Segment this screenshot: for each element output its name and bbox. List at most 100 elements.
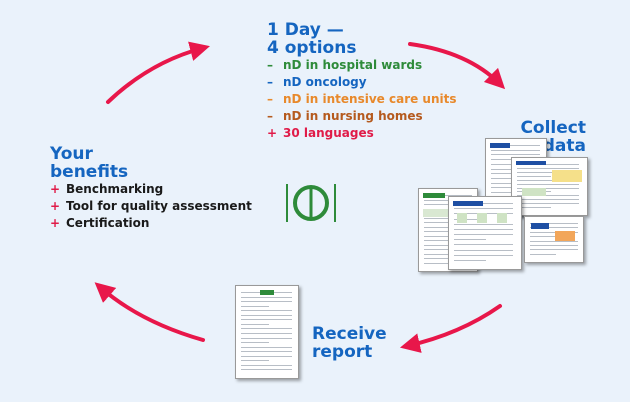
thumb-line bbox=[241, 319, 292, 321]
benefits-list: + Benchmarking + Tool for quality assessmen… bbox=[50, 181, 252, 232]
thumb-line bbox=[424, 195, 472, 196]
thumb-line bbox=[241, 310, 292, 312]
benefit-item: + Benchmarking bbox=[50, 181, 252, 198]
benefits-title-line1: Your bbox=[50, 144, 93, 164]
list-label: nD in intensive care units bbox=[283, 92, 457, 106]
list-marker: + bbox=[50, 182, 61, 196]
thumb-line bbox=[517, 187, 579, 189]
thumb-line bbox=[454, 254, 513, 256]
benefits-title-line2: benefits bbox=[50, 162, 129, 182]
receive-line2: report bbox=[312, 342, 373, 362]
thumb-line bbox=[491, 149, 541, 151]
thumb-line bbox=[530, 253, 557, 255]
thumb-block bbox=[477, 213, 487, 223]
thumb-line bbox=[454, 228, 513, 230]
arrow-benefits-to-options bbox=[106, 41, 210, 104]
thumb-line bbox=[424, 199, 472, 201]
list-label: 30 languages bbox=[283, 126, 374, 140]
list-label: Certification bbox=[66, 216, 150, 230]
thumb-line bbox=[424, 217, 472, 219]
thumb-block bbox=[423, 193, 445, 198]
thumb-line bbox=[241, 333, 292, 334]
report-document-icon bbox=[235, 285, 299, 379]
thumb-line bbox=[517, 203, 579, 205]
thumb-line bbox=[530, 223, 578, 224]
thumb-line bbox=[517, 207, 551, 209]
receive-line1: Receive bbox=[312, 324, 387, 344]
thumb-line bbox=[454, 234, 513, 235]
thumb-line bbox=[424, 235, 472, 237]
thumb-line bbox=[241, 328, 292, 330]
thumb-line bbox=[517, 175, 551, 177]
thumb-line bbox=[424, 244, 451, 246]
thumb-block bbox=[490, 143, 510, 148]
thumb-line bbox=[517, 199, 579, 201]
list-label: Benchmarking bbox=[66, 182, 164, 196]
thumb-line bbox=[241, 296, 292, 298]
list-marker: – bbox=[267, 75, 273, 89]
thumb-line bbox=[454, 223, 513, 225]
option-item: +30 languages bbox=[267, 125, 457, 142]
thumb-line bbox=[517, 179, 579, 181]
form-thumb-4 bbox=[448, 196, 522, 270]
thumb-block bbox=[552, 170, 582, 182]
options-title: 1 Day — 4 options bbox=[267, 21, 356, 57]
list-label: nD in nursing homes bbox=[283, 109, 423, 123]
thumb-line bbox=[530, 249, 578, 251]
thumb-line bbox=[241, 314, 292, 316]
thumb-line bbox=[491, 159, 518, 161]
option-item: –nD in nursing homes bbox=[267, 108, 457, 125]
thumb-line bbox=[241, 364, 292, 366]
list-marker: – bbox=[267, 92, 273, 106]
arrow-collect-to-receive bbox=[399, 304, 502, 353]
thumb-block bbox=[260, 290, 274, 295]
thumb-line bbox=[530, 244, 578, 246]
options-title-line2: 4 options bbox=[267, 38, 357, 58]
thumb-line bbox=[517, 171, 579, 173]
thumb-line bbox=[454, 239, 487, 241]
thumb-line bbox=[491, 154, 541, 156]
thumb-line bbox=[424, 240, 472, 241]
thumb-line bbox=[241, 351, 292, 353]
option-item: –nD in hospital wards bbox=[267, 57, 457, 74]
collect-line2: data bbox=[542, 136, 586, 156]
thumb-line bbox=[530, 231, 578, 233]
thumb-line bbox=[241, 323, 269, 325]
option-item: –nD in intensive care units bbox=[267, 91, 457, 108]
list-label: nD oncology bbox=[283, 75, 367, 89]
list-marker: + bbox=[50, 216, 61, 230]
thumb-line bbox=[454, 244, 513, 246]
thumb-line bbox=[241, 301, 292, 303]
thumb-line bbox=[241, 305, 269, 307]
thumb-line bbox=[241, 355, 292, 357]
option-item: –nD oncology bbox=[267, 74, 457, 91]
thumb-line bbox=[424, 262, 451, 264]
arrow-receive-to-benefits bbox=[94, 282, 205, 342]
thumb-line bbox=[491, 145, 541, 146]
thumb-line bbox=[454, 259, 487, 261]
thumb-line bbox=[530, 240, 578, 242]
thumb-line bbox=[424, 253, 472, 255]
thumb-block bbox=[516, 161, 546, 165]
thumb-line bbox=[517, 167, 579, 169]
thumb-line bbox=[517, 195, 579, 197]
thumb-block bbox=[453, 201, 483, 206]
thumb-block bbox=[555, 231, 575, 241]
thumb-line bbox=[517, 183, 579, 185]
thumb-line bbox=[241, 369, 292, 371]
list-marker: – bbox=[267, 109, 273, 123]
thumb-line bbox=[491, 178, 518, 179]
thumb-block bbox=[457, 213, 467, 223]
thumb-line bbox=[424, 226, 451, 228]
thumb-line bbox=[424, 222, 472, 223]
thumb-block bbox=[531, 223, 549, 229]
list-label: Tool for quality assessment bbox=[66, 199, 252, 213]
collect-line1: Collect bbox=[520, 118, 586, 138]
list-label: nD in hospital wards bbox=[283, 58, 423, 72]
form-thumb-5 bbox=[524, 216, 584, 263]
thumb-block bbox=[497, 213, 507, 223]
thumb-line bbox=[424, 204, 472, 205]
list-marker: + bbox=[267, 126, 278, 140]
thumb-line bbox=[241, 342, 269, 344]
arrow-options-to-collect bbox=[408, 42, 506, 90]
